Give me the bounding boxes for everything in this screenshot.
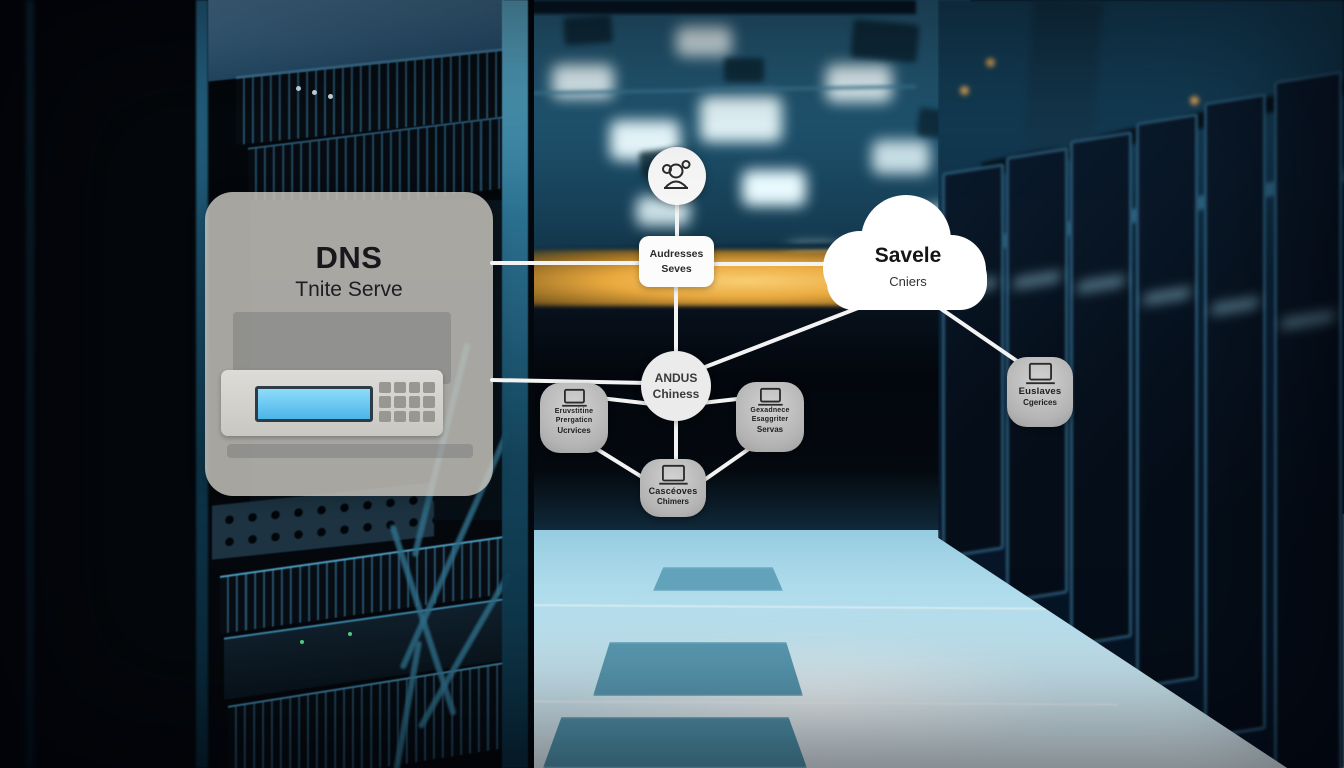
device-key bbox=[393, 382, 406, 394]
rack-frame-rail bbox=[196, 0, 208, 768]
edge-panel-center bbox=[490, 378, 648, 385]
rack-corner-highlight bbox=[502, 0, 528, 768]
client-node-far-right: Euslaves Cgerices bbox=[1007, 357, 1073, 427]
status-led bbox=[312, 90, 317, 95]
laptop-icon bbox=[659, 464, 688, 485]
ceiling-light bbox=[872, 140, 930, 174]
floor-tile bbox=[593, 642, 803, 696]
device-key bbox=[379, 396, 391, 408]
device-key bbox=[423, 410, 435, 422]
warm-light-dot bbox=[1190, 96, 1199, 105]
client-left-line1: Eruvstitine bbox=[554, 408, 594, 415]
ceiling-beam bbox=[496, 0, 916, 14]
ceiling-light bbox=[676, 26, 732, 56]
panel-ghost-rail bbox=[227, 444, 473, 458]
device-key bbox=[408, 382, 421, 394]
panel-subtitle: Tnite Serve bbox=[295, 278, 403, 301]
rack-device bbox=[221, 370, 443, 436]
client-node-bottom: Cascéoves Chimers bbox=[640, 459, 706, 517]
users-node bbox=[648, 147, 706, 205]
client-bottom-line1: Cascéoves bbox=[648, 486, 698, 496]
device-keypad bbox=[379, 382, 435, 422]
edge-center-cloud bbox=[698, 306, 860, 371]
center-node-line1: ANDUS bbox=[654, 370, 698, 385]
cloud-subtitle: Cniers bbox=[889, 274, 927, 289]
panel-title: DNS bbox=[315, 240, 383, 275]
client-node-left: Eruvstitine Prergaticn Ucrvices bbox=[540, 383, 608, 453]
client-right-line2: Esaggriter bbox=[751, 415, 789, 423]
cloud-icon bbox=[823, 195, 987, 310]
center-dns-node: ANDUS Chiness bbox=[641, 351, 711, 421]
users-icon bbox=[662, 160, 691, 189]
status-led bbox=[300, 640, 304, 644]
dns-panel: DNS Tnite Serve bbox=[205, 192, 493, 496]
device-key bbox=[393, 396, 406, 408]
device-key bbox=[379, 410, 391, 422]
cloud-label: Savele Cniers bbox=[834, 244, 982, 289]
laptop-icon bbox=[562, 388, 587, 407]
ceiling-light bbox=[742, 170, 806, 206]
edge-center-leftclient bbox=[598, 396, 654, 406]
client-right-line1: Gexadnece bbox=[750, 407, 790, 414]
ceiling-light bbox=[826, 64, 892, 102]
status-led bbox=[348, 632, 352, 636]
address-box-line1: Audresses bbox=[649, 248, 704, 261]
cloud-title: Savele bbox=[874, 244, 942, 267]
client-bottom-line2: Chimers bbox=[656, 497, 689, 507]
device-key bbox=[423, 382, 435, 394]
edge-cloud-farright bbox=[932, 302, 1032, 372]
client-left-line2: Prergaticn bbox=[555, 416, 593, 424]
ceiling-light bbox=[700, 96, 782, 142]
status-led bbox=[328, 94, 333, 99]
client-node-right: Gexadnece Esaggriter Servas bbox=[736, 382, 804, 452]
floor-tile bbox=[653, 567, 783, 591]
warm-light-dot bbox=[986, 58, 995, 67]
address-box-line2: Seves bbox=[661, 262, 692, 275]
device-key bbox=[423, 396, 435, 408]
device-key bbox=[379, 382, 391, 394]
warm-light-dot bbox=[960, 86, 969, 95]
client-far-right-line2: Cgerices bbox=[1023, 397, 1057, 407]
device-key bbox=[408, 396, 421, 408]
client-right-line3: Servas bbox=[756, 424, 784, 434]
client-far-right-line1: Euslaves bbox=[1018, 386, 1062, 397]
ceiling-vent bbox=[724, 58, 764, 82]
lcd-screen bbox=[255, 386, 373, 422]
address-server-box: Audresses Seves bbox=[639, 236, 714, 287]
device-key bbox=[393, 410, 406, 422]
floor-tile bbox=[543, 717, 807, 768]
status-led bbox=[296, 86, 301, 91]
laptop-icon bbox=[1026, 362, 1055, 385]
center-node-line2: Chiness bbox=[652, 387, 700, 401]
device-key bbox=[408, 410, 421, 422]
rack-edge-highlight bbox=[26, 0, 34, 768]
edge-rightclient-bottom bbox=[698, 444, 755, 485]
laptop-icon bbox=[758, 387, 783, 406]
client-left-line3: Ucrvices bbox=[557, 425, 591, 435]
